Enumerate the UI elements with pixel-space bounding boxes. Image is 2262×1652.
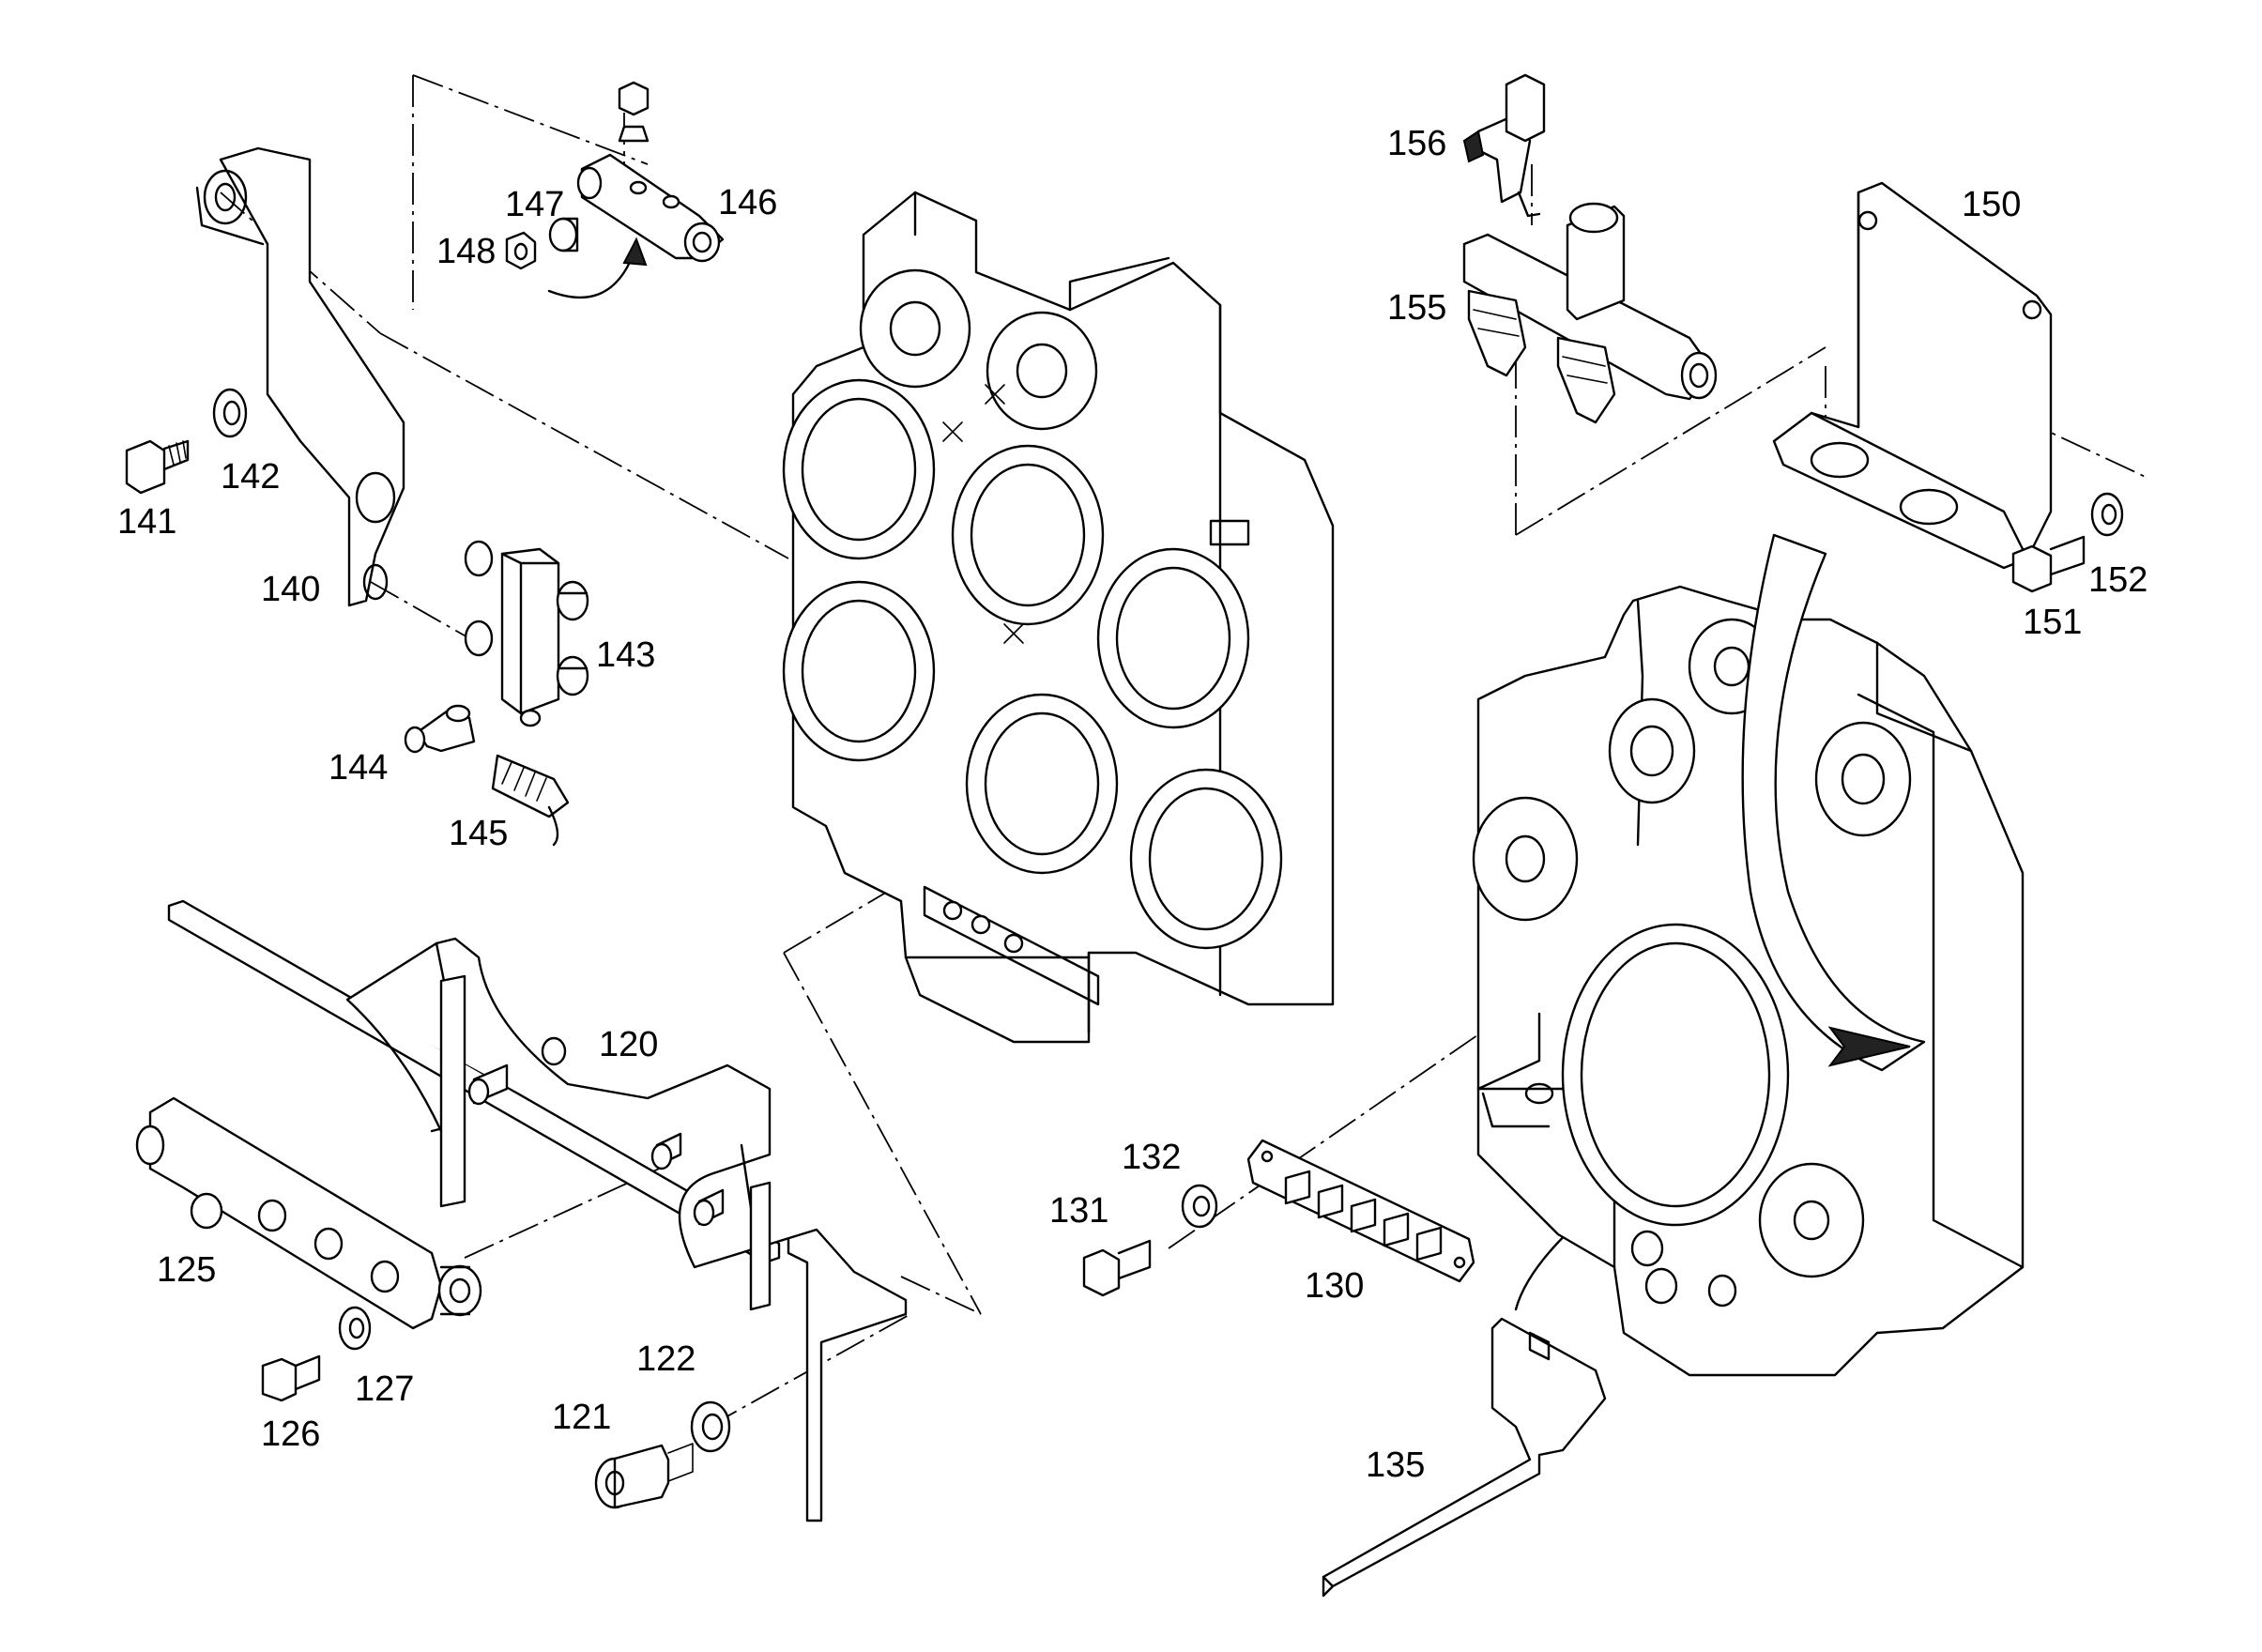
label-155: 155 bbox=[1387, 288, 1446, 328]
label-135: 135 bbox=[1366, 1446, 1425, 1485]
manifold-143 bbox=[464, 540, 589, 727]
elbow-fitting-144 bbox=[404, 704, 476, 754]
flow-arrowhead-right bbox=[1827, 1026, 1911, 1067]
washer-127 bbox=[338, 1306, 372, 1351]
label-130: 130 bbox=[1305, 1266, 1364, 1306]
screw-121 bbox=[594, 1443, 694, 1509]
label-145: 145 bbox=[449, 814, 508, 853]
frame-120 bbox=[167, 899, 908, 1522]
gear-housing-main bbox=[782, 191, 1335, 1044]
label-146: 146 bbox=[718, 183, 777, 222]
label-125: 125 bbox=[157, 1250, 216, 1290]
washer-122 bbox=[690, 1400, 731, 1453]
manifold-bar-125 bbox=[135, 1096, 482, 1330]
label-140: 140 bbox=[261, 570, 320, 609]
sensor-145 bbox=[491, 754, 570, 847]
label-143: 143 bbox=[596, 635, 655, 675]
bolt-141 bbox=[125, 439, 190, 495]
bracket-135 bbox=[1322, 1317, 1607, 1598]
label-148: 148 bbox=[436, 232, 496, 271]
label-127: 127 bbox=[355, 1369, 414, 1409]
label-156: 156 bbox=[1387, 124, 1446, 163]
nut-148 bbox=[505, 231, 537, 270]
label-152: 152 bbox=[2088, 560, 2147, 600]
bolt-126 bbox=[261, 1354, 321, 1402]
washer-152 bbox=[2090, 492, 2124, 537]
label-141: 141 bbox=[117, 502, 176, 542]
bracket-140 bbox=[195, 146, 405, 607]
terminal-strip-130 bbox=[1246, 1139, 1475, 1283]
label-142: 142 bbox=[221, 457, 280, 497]
washer-132 bbox=[1181, 1184, 1218, 1229]
label-121: 121 bbox=[552, 1398, 611, 1437]
label-144: 144 bbox=[329, 748, 388, 788]
valve-block-155 bbox=[1462, 202, 1718, 424]
label-120: 120 bbox=[599, 1025, 658, 1064]
bolt-151 bbox=[2011, 535, 2086, 593]
label-122: 122 bbox=[636, 1339, 695, 1379]
bolt-131 bbox=[1082, 1239, 1152, 1297]
bracket-150 bbox=[1772, 181, 2053, 570]
label-151: 151 bbox=[2023, 603, 2082, 642]
washer-142 bbox=[212, 388, 248, 438]
arrowhead-147 bbox=[622, 237, 648, 267]
label-147: 147 bbox=[505, 185, 564, 224]
callout-labels: 120 121 122 125 126 127 130 131 132 135 … bbox=[117, 124, 2147, 1485]
label-131: 131 bbox=[1049, 1191, 1108, 1231]
fitting-156 bbox=[1462, 73, 1546, 218]
gear-housing-right bbox=[1472, 533, 2025, 1377]
plug-147 bbox=[548, 217, 579, 252]
label-126: 126 bbox=[261, 1415, 320, 1454]
label-150: 150 bbox=[1962, 185, 2021, 224]
assembly-arrow-147 bbox=[547, 252, 635, 299]
label-132: 132 bbox=[1122, 1138, 1181, 1177]
manifold-146 bbox=[576, 81, 725, 263]
